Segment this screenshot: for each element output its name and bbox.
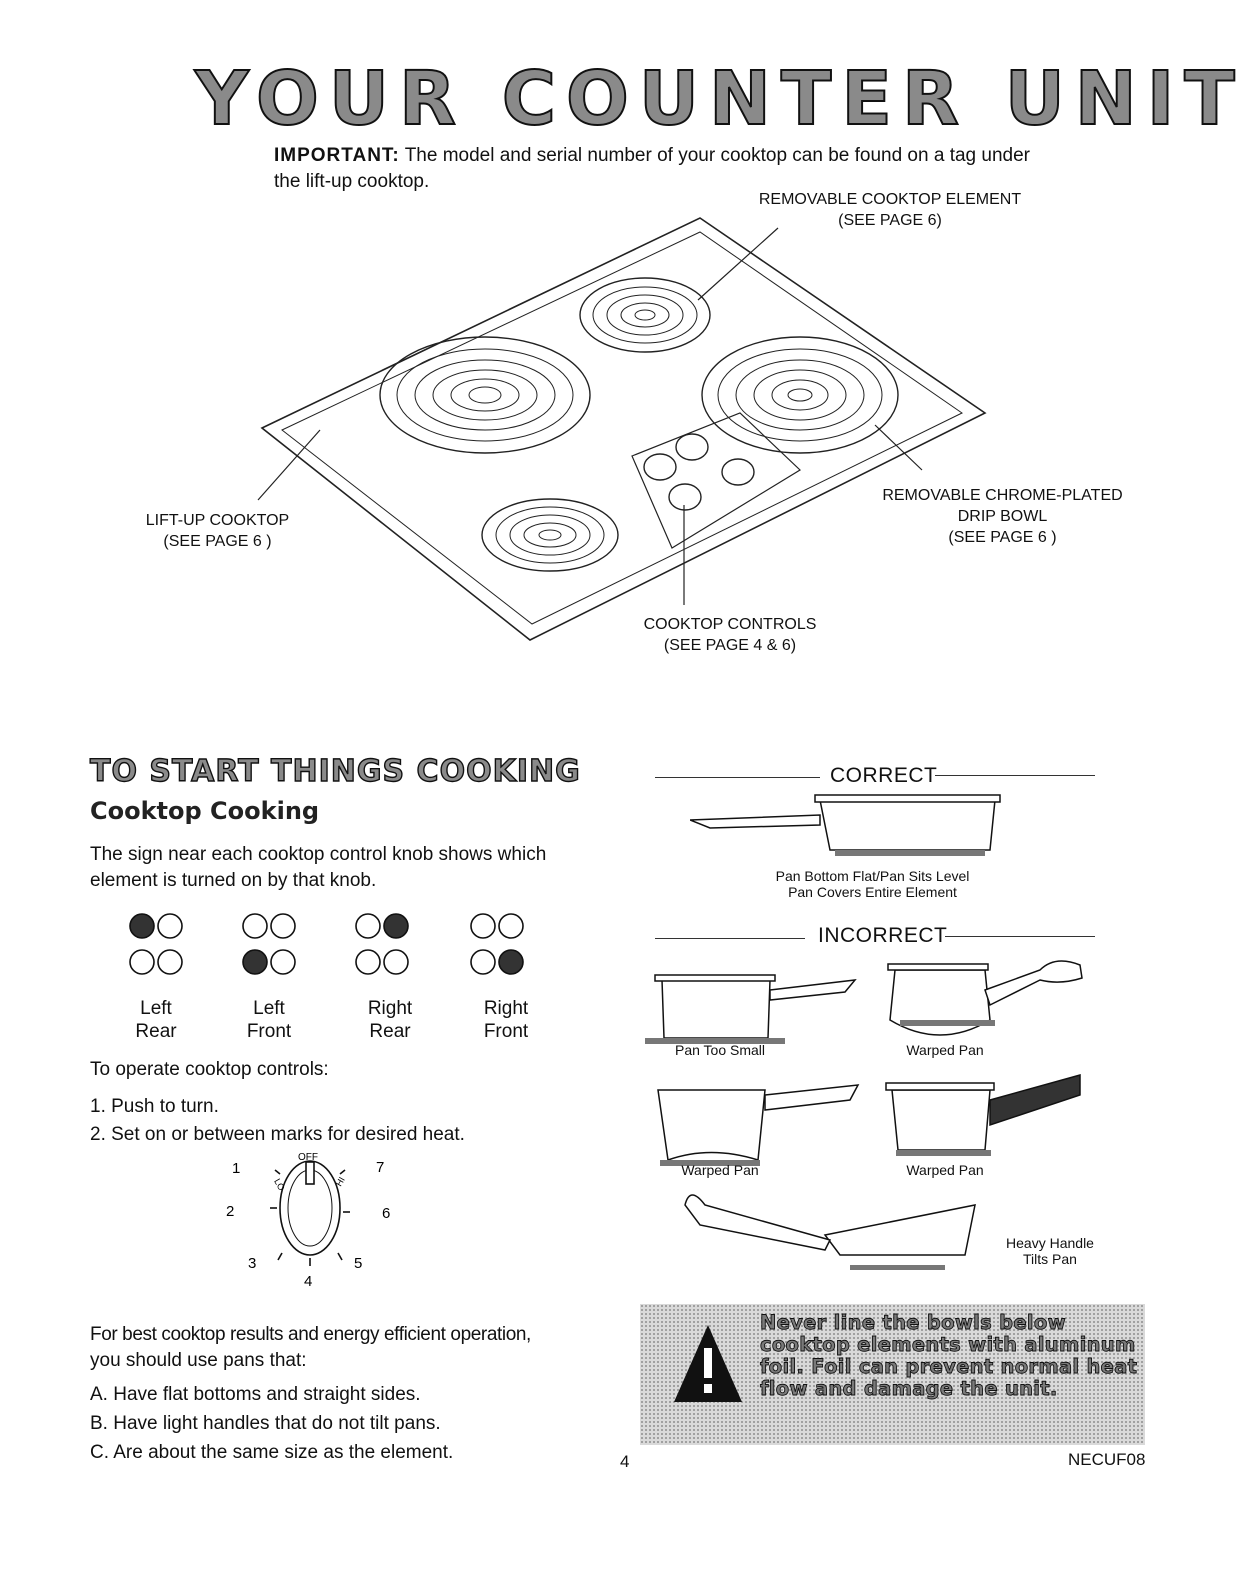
callout-drip-bowl: REMOVABLE CHROME-PLATED DRIP BOWL (SEE P… [865, 485, 1140, 548]
caption-pan-too-small: Pan Too Small [674, 1042, 765, 1058]
caption-warped-pan-2: Warped Pan [681, 1162, 759, 1178]
document-code: NECUF08 [1068, 1450, 1146, 1469]
operate-heading: To operate cooktop controls: [90, 1059, 329, 1080]
knob-intro: The sign near each cooktop control knob … [90, 844, 547, 891]
indicator-dot-filled [242, 949, 268, 975]
incorrect-rule-right [945, 936, 1095, 937]
step-2: 2. Set on or between marks for desired h… [90, 1124, 465, 1145]
caption-heavy-handle: Heavy Handle Tilts Pan [995, 1235, 1105, 1267]
knob-label-line1: Left [253, 998, 285, 1019]
dial-mark-2: 2 [226, 1203, 234, 1220]
burner-top [579, 277, 711, 353]
important-label: IMPORTANT: [274, 145, 400, 166]
knob-label-line2: Front [246, 1021, 292, 1042]
important-note: IMPORTANT: The model and serial number o… [274, 143, 1034, 195]
callout-controls-line1: COOKTOP CONTROLS [643, 616, 817, 633]
callout-drip-line2: DRIP BOWL [957, 508, 1048, 525]
callout-drip-line1: REMOVABLE CHROME-PLATED [882, 487, 1123, 504]
correct-label: CORRECT [830, 764, 938, 787]
step-1: 1. Push to turn. [90, 1096, 219, 1117]
knob-label-line2: Rear [135, 1021, 177, 1042]
pans-intro-line1: For best cooktop results and energy effi… [90, 1324, 531, 1345]
correct-caption: Pan Bottom Flat/Pan Sits Level Pan Cover… [740, 868, 1005, 900]
callout-controls-line2: (SEE PAGE 4 & 6) [663, 637, 797, 654]
dial-mark-3: 3 [248, 1255, 256, 1272]
knob-label-line1: Right [483, 998, 529, 1019]
correct-caption-line2: Pan Covers Entire Element [788, 884, 957, 900]
dial-mark-4: 4 [304, 1273, 312, 1290]
warning-icon [674, 1325, 742, 1402]
pans-intro-line2: you should use pans that: [90, 1350, 307, 1371]
page-number: 4 [620, 1452, 630, 1471]
dial-hi-label: HI [334, 1175, 347, 1188]
callout-element-line1: REMOVABLE COOKTOP ELEMENT [758, 191, 1022, 208]
page-title: YOUR COUNTER UNIT [194, 56, 1245, 142]
heavy-caption-line1: Heavy Handle [1006, 1235, 1094, 1251]
correct-caption-line1: Pan Bottom Flat/Pan Sits Level [775, 868, 970, 884]
caption-warped-pan-1: Warped Pan [906, 1042, 984, 1058]
cooktop-diagram [257, 217, 987, 641]
callout-liftup-line2: (SEE PAGE 6 ) [163, 533, 272, 550]
indicator-dot-filled [383, 913, 409, 939]
callout-liftup-cooktop: LIFT-UP COOKTOP (SEE PAGE 6 ) [130, 510, 305, 552]
callout-cooktop-controls: COOKTOP CONTROLS (SEE PAGE 4 & 6) [630, 614, 830, 656]
section-title: TO START THINGS COOKING [89, 754, 581, 789]
knob-label-line1: Right [367, 998, 413, 1019]
dial-mark-1: 1 [232, 1160, 240, 1177]
knob-label-right-rear: Right Rear [350, 997, 430, 1043]
dial-mark-5: 5 [354, 1255, 362, 1272]
control-knobs [643, 433, 755, 511]
dial-mark-7: 7 [376, 1159, 384, 1176]
callout-removable-element: REMOVABLE COOKTOP ELEMENT (SEE PAGE 6) [735, 189, 1045, 231]
burner-front [481, 498, 619, 572]
incorrect-rule-left [655, 938, 805, 939]
indicator-dot-filled [129, 913, 155, 939]
pan-rule-a: A. Have flat bottoms and straight sides. [90, 1384, 421, 1405]
callout-drip-line3: (SEE PAGE 6 ) [948, 529, 1057, 546]
burner-left-rear [379, 336, 591, 454]
knob-label-left-rear: Left Rear [116, 997, 196, 1043]
correct-rule-right [935, 775, 1095, 776]
dial-off-label: OFF [298, 1152, 318, 1163]
pan-incorrect-illustrations [645, 960, 1083, 1270]
knob-label-left-front: Left Front [229, 997, 309, 1043]
knob-indicator-signs [129, 913, 524, 975]
caption-warped-pan-3: Warped Pan [906, 1162, 984, 1178]
heat-dial-diagram: OFF LO HI 1 2 3 4 5 6 7 [226, 1152, 390, 1290]
callout-liftup-line1: LIFT-UP COOKTOP [145, 512, 290, 529]
indicator-dot-filled [498, 949, 524, 975]
knob-label-line1: Left [140, 998, 172, 1019]
dial-mark-6: 6 [382, 1205, 390, 1222]
dial-lo-label: LO [272, 1177, 287, 1192]
pans-intro: For best cooktop results and energy effi… [90, 1322, 610, 1374]
knob-label-right-front: Right Front [466, 997, 546, 1043]
heavy-caption-line2: Tilts Pan [1023, 1251, 1077, 1267]
pan-rule-b: B. Have light handles that do not tilt p… [90, 1413, 441, 1434]
element-shading [835, 850, 985, 856]
important-text: The model and serial number of your cook… [274, 145, 1030, 192]
correct-rule-left [655, 777, 820, 778]
knob-label-line2: Front [483, 1021, 529, 1042]
warning-text: Never line the bowls below cooktop eleme… [760, 1311, 1138, 1400]
pan-correct-illustration [690, 794, 1001, 856]
section-subtitle: Cooktop Cooking [90, 797, 320, 825]
callout-element-line2: (SEE PAGE 6) [838, 212, 942, 229]
pan-rule-c: C. Are about the same size as the elemen… [90, 1442, 454, 1463]
incorrect-label: INCORRECT [818, 924, 948, 947]
burner-right-rear [701, 336, 899, 454]
knob-label-line2: Rear [369, 1021, 411, 1042]
